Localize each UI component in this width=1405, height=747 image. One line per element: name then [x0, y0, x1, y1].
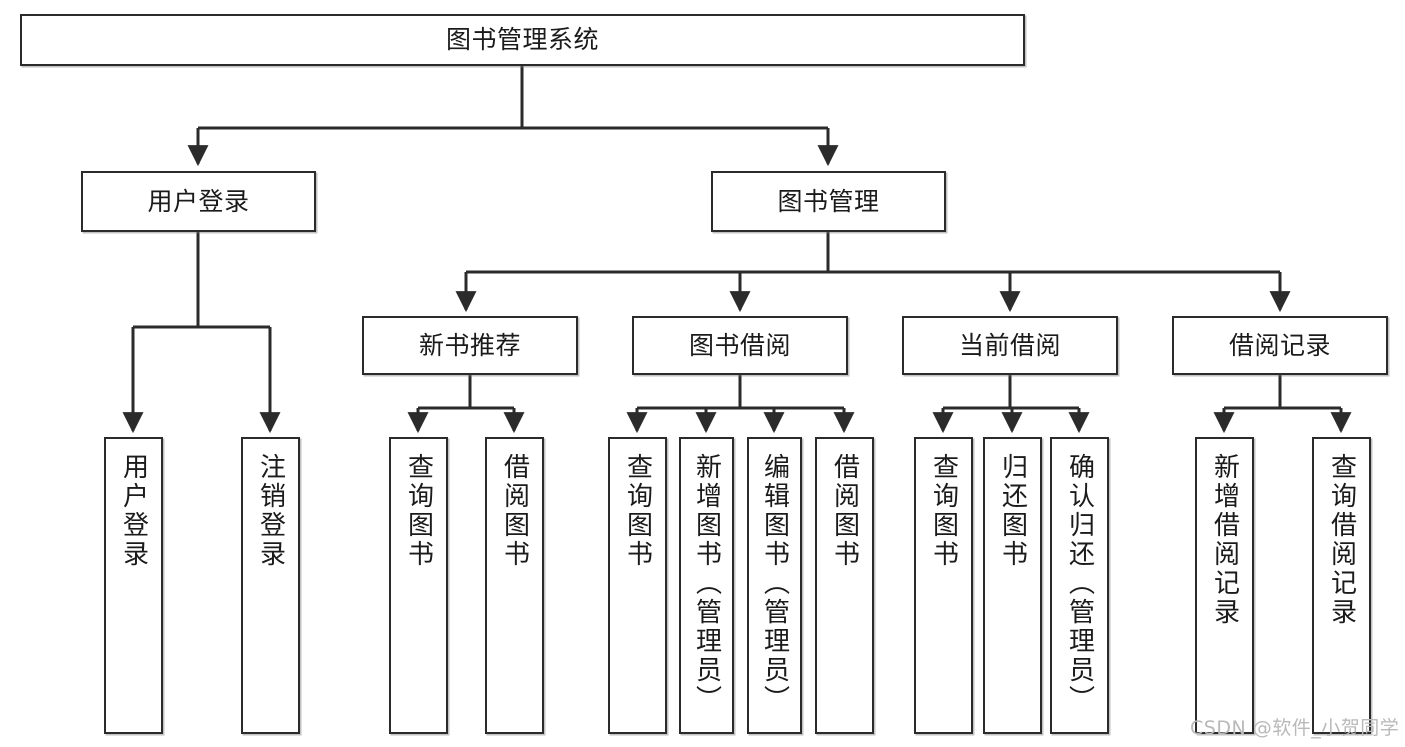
node-user-login[interactable]: 用户登录 — [81, 171, 316, 232]
node-label: 新增图书（管理员） — [691, 453, 722, 714]
node-label: 查询图书 — [403, 453, 434, 569]
node-root-system[interactable]: 图书管理系统 — [20, 14, 1025, 66]
node-label: 注销登录 — [255, 453, 286, 569]
node-label: 归还图书 — [997, 453, 1028, 569]
leaf-recommend-query-book[interactable]: 查询图书 — [389, 437, 448, 734]
leaf-record-add-record[interactable]: 新增借阅记录 — [1195, 437, 1254, 734]
node-label: 图书管理 — [777, 186, 880, 216]
node-label: 确认归还（管理员） — [1064, 453, 1095, 714]
leaf-borrow-borrow-book[interactable]: 借阅图书 — [815, 437, 874, 734]
node-book-management[interactable]: 图书管理 — [711, 171, 946, 232]
node-label: 查询图书 — [928, 453, 959, 569]
leaf-user-login-login[interactable]: 用户登录 — [104, 437, 163, 734]
node-label: 借阅图书 — [499, 453, 530, 569]
node-label: 新书推荐 — [418, 330, 521, 360]
node-new-book-recommend[interactable]: 新书推荐 — [362, 316, 578, 375]
leaf-borrow-query-book[interactable]: 查询图书 — [608, 437, 667, 734]
node-label: 借阅记录 — [1228, 330, 1331, 360]
node-label: 编辑图书（管理员） — [759, 453, 790, 714]
node-label: 新增借阅记录 — [1209, 453, 1240, 627]
node-label: 用户登录 — [118, 453, 149, 569]
leaf-borrow-add-book-admin[interactable]: 新增图书（管理员） — [679, 437, 734, 734]
node-borrow-record[interactable]: 借阅记录 — [1172, 316, 1388, 375]
node-label: 用户登录 — [147, 186, 250, 216]
csdn-watermark: CSDN @软件_小贺同学 — [1190, 717, 1400, 739]
node-label: 当前借阅 — [958, 330, 1061, 360]
node-current-borrow[interactable]: 当前借阅 — [902, 316, 1118, 375]
node-label: 查询图书 — [622, 453, 653, 569]
node-book-borrow[interactable]: 图书借阅 — [632, 316, 848, 375]
node-label: 查询借阅记录 — [1326, 453, 1357, 627]
node-label: 借阅图书 — [829, 453, 860, 569]
node-label: 图书管理系统 — [445, 25, 599, 54]
leaf-borrow-edit-book-admin[interactable]: 编辑图书（管理员） — [747, 437, 802, 734]
leaf-current-return-book[interactable]: 归还图书 — [983, 437, 1042, 734]
leaf-current-confirm-return-admin[interactable]: 确认归还（管理员） — [1050, 437, 1109, 734]
leaf-user-login-logout[interactable]: 注销登录 — [241, 437, 300, 734]
leaf-current-query-book[interactable]: 查询图书 — [914, 437, 973, 734]
node-label: 图书借阅 — [688, 330, 791, 360]
leaf-record-query-record[interactable]: 查询借阅记录 — [1312, 437, 1371, 734]
leaf-recommend-borrow-book[interactable]: 借阅图书 — [485, 437, 544, 734]
